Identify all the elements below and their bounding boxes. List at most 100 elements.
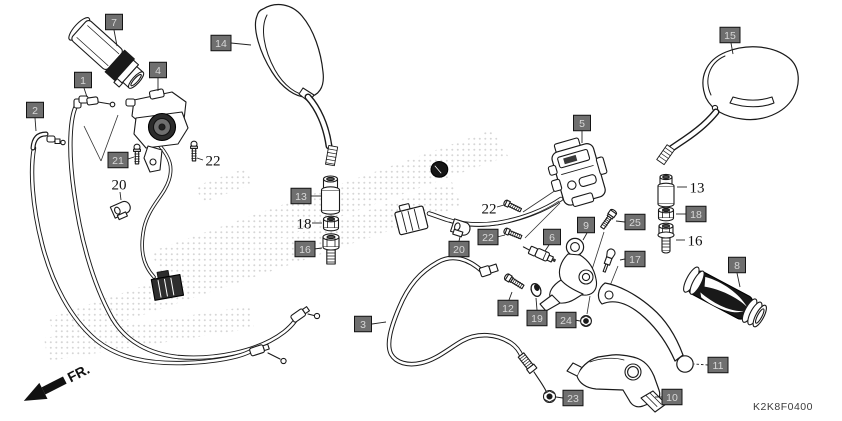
svg-text:25: 25 xyxy=(629,217,641,229)
leader-line-15 xyxy=(730,42,734,55)
bolt-16-right-drawing xyxy=(657,222,675,254)
leader-line-25 xyxy=(615,220,626,223)
pivot-pin-17-drawing xyxy=(602,248,616,273)
svg-text:16: 16 xyxy=(299,244,311,256)
part-callout-16l: 16 xyxy=(294,240,316,258)
part-callout-10: 10 xyxy=(661,388,683,406)
switch-housing-drawing xyxy=(547,137,608,207)
fr-direction-arrow: FR. xyxy=(23,361,92,401)
leader-line-23 xyxy=(555,396,564,399)
leader-line-21 xyxy=(127,156,135,160)
leader-line-19 xyxy=(535,297,538,311)
part-callout-6: 6 xyxy=(543,228,561,246)
svg-text:11: 11 xyxy=(713,360,724,372)
svg-text:18: 18 xyxy=(297,217,312,233)
part-callout-1: 1 xyxy=(74,71,92,89)
svg-text:9: 9 xyxy=(583,220,589,232)
leader-line-1 xyxy=(83,87,88,98)
clutch-cable-drawing xyxy=(386,255,557,404)
svg-text:7: 7 xyxy=(111,17,117,29)
part-callout-18l: 18 xyxy=(297,217,312,233)
screw-22-left-drawing xyxy=(190,140,198,162)
svg-text:20: 20 xyxy=(112,178,127,194)
right-mirror-drawing xyxy=(656,46,799,166)
leader-line-22a xyxy=(196,157,204,161)
leader-line-20b xyxy=(458,236,461,242)
part-callout-5: 5 xyxy=(573,114,591,132)
svg-text:19: 19 xyxy=(531,313,543,325)
part-callout-14: 14 xyxy=(210,34,232,52)
svg-text:14: 14 xyxy=(215,38,227,50)
part-callout-13l: 13 xyxy=(290,187,312,205)
part-callout-7: 7 xyxy=(105,13,123,31)
adapter-13-left-drawing xyxy=(320,175,341,215)
bolt-16-left-drawing xyxy=(322,233,340,265)
part-callout-4: 4 xyxy=(149,61,167,79)
part-callout-11: 11 xyxy=(707,356,729,374)
right-grip-drawing xyxy=(683,266,767,328)
screw-12-drawing xyxy=(503,273,525,290)
svg-text:16: 16 xyxy=(688,234,704,250)
leader-line-7 xyxy=(113,29,118,47)
fr-label: FR. xyxy=(65,361,92,385)
part-callout-22b: 22 xyxy=(482,202,497,218)
leader-line-11 xyxy=(693,363,709,366)
part-callout-17: 17 xyxy=(624,250,646,268)
svg-text:1: 1 xyxy=(80,75,86,87)
svg-text:17: 17 xyxy=(629,254,641,266)
svg-text:22: 22 xyxy=(482,232,494,244)
svg-text:22: 22 xyxy=(206,154,221,170)
switch-harness-drawing xyxy=(394,161,564,236)
svg-text:18: 18 xyxy=(690,209,702,221)
screw-22-mid-upper-drawing xyxy=(503,199,523,213)
part-callout-13r: 13 xyxy=(690,181,705,197)
part-callout-3: 3 xyxy=(354,315,372,333)
svg-text:5: 5 xyxy=(579,118,585,130)
leader-line-6 xyxy=(544,244,550,252)
diagram-code: K2K8F0400 xyxy=(753,401,813,413)
left-grip-drawing xyxy=(68,17,145,89)
part-callout-19: 19 xyxy=(526,309,548,327)
svg-text:24: 24 xyxy=(560,315,572,327)
adapter-13-right-drawing xyxy=(657,173,675,208)
clutch-switch-drawing xyxy=(522,245,557,263)
svg-text:12: 12 xyxy=(502,303,514,315)
leader-line-8 xyxy=(736,272,741,288)
throttle-cable-b-drawing xyxy=(29,131,287,366)
svg-text:22: 22 xyxy=(482,202,497,218)
leader-line-17 xyxy=(619,258,626,261)
svg-text:20: 20 xyxy=(453,244,465,256)
nut-24-drawing xyxy=(580,315,592,327)
part-callout-21: 21 xyxy=(107,151,129,169)
nut-18-right-drawing xyxy=(657,206,675,222)
leader-line-3 xyxy=(371,321,387,325)
part-callout-20a: 20 xyxy=(112,178,127,194)
part-callout-22a: 22 xyxy=(206,154,221,170)
connector-drawing xyxy=(394,203,429,236)
part-callout-24: 24 xyxy=(555,311,577,329)
clamp-20-left-drawing xyxy=(109,200,131,221)
svg-text:21: 21 xyxy=(112,155,124,167)
part-callout-16r: 16 xyxy=(688,234,704,250)
svg-text:4: 4 xyxy=(155,65,161,77)
washer-19-drawing xyxy=(530,282,542,298)
lever-bracket-drawing xyxy=(539,237,598,312)
left-harness-drawing xyxy=(140,144,185,301)
part-callout-22c: 22 xyxy=(477,228,499,246)
arrow-icon xyxy=(23,382,48,401)
part-callout-25: 25 xyxy=(624,213,646,231)
left-mirror-drawing xyxy=(254,3,339,167)
screw-21-drawing xyxy=(133,143,141,165)
clamp-20-mid-drawing xyxy=(449,218,471,238)
leader-line-2 xyxy=(34,117,37,132)
leader-line-20a xyxy=(119,191,122,201)
svg-text:13: 13 xyxy=(295,191,307,203)
part-callout-2: 2 xyxy=(26,101,44,119)
leader-line-9 xyxy=(582,232,588,241)
part-callout-12: 12 xyxy=(497,299,519,317)
svg-text:6: 6 xyxy=(549,232,555,244)
nut-18-left-drawing xyxy=(322,215,340,232)
